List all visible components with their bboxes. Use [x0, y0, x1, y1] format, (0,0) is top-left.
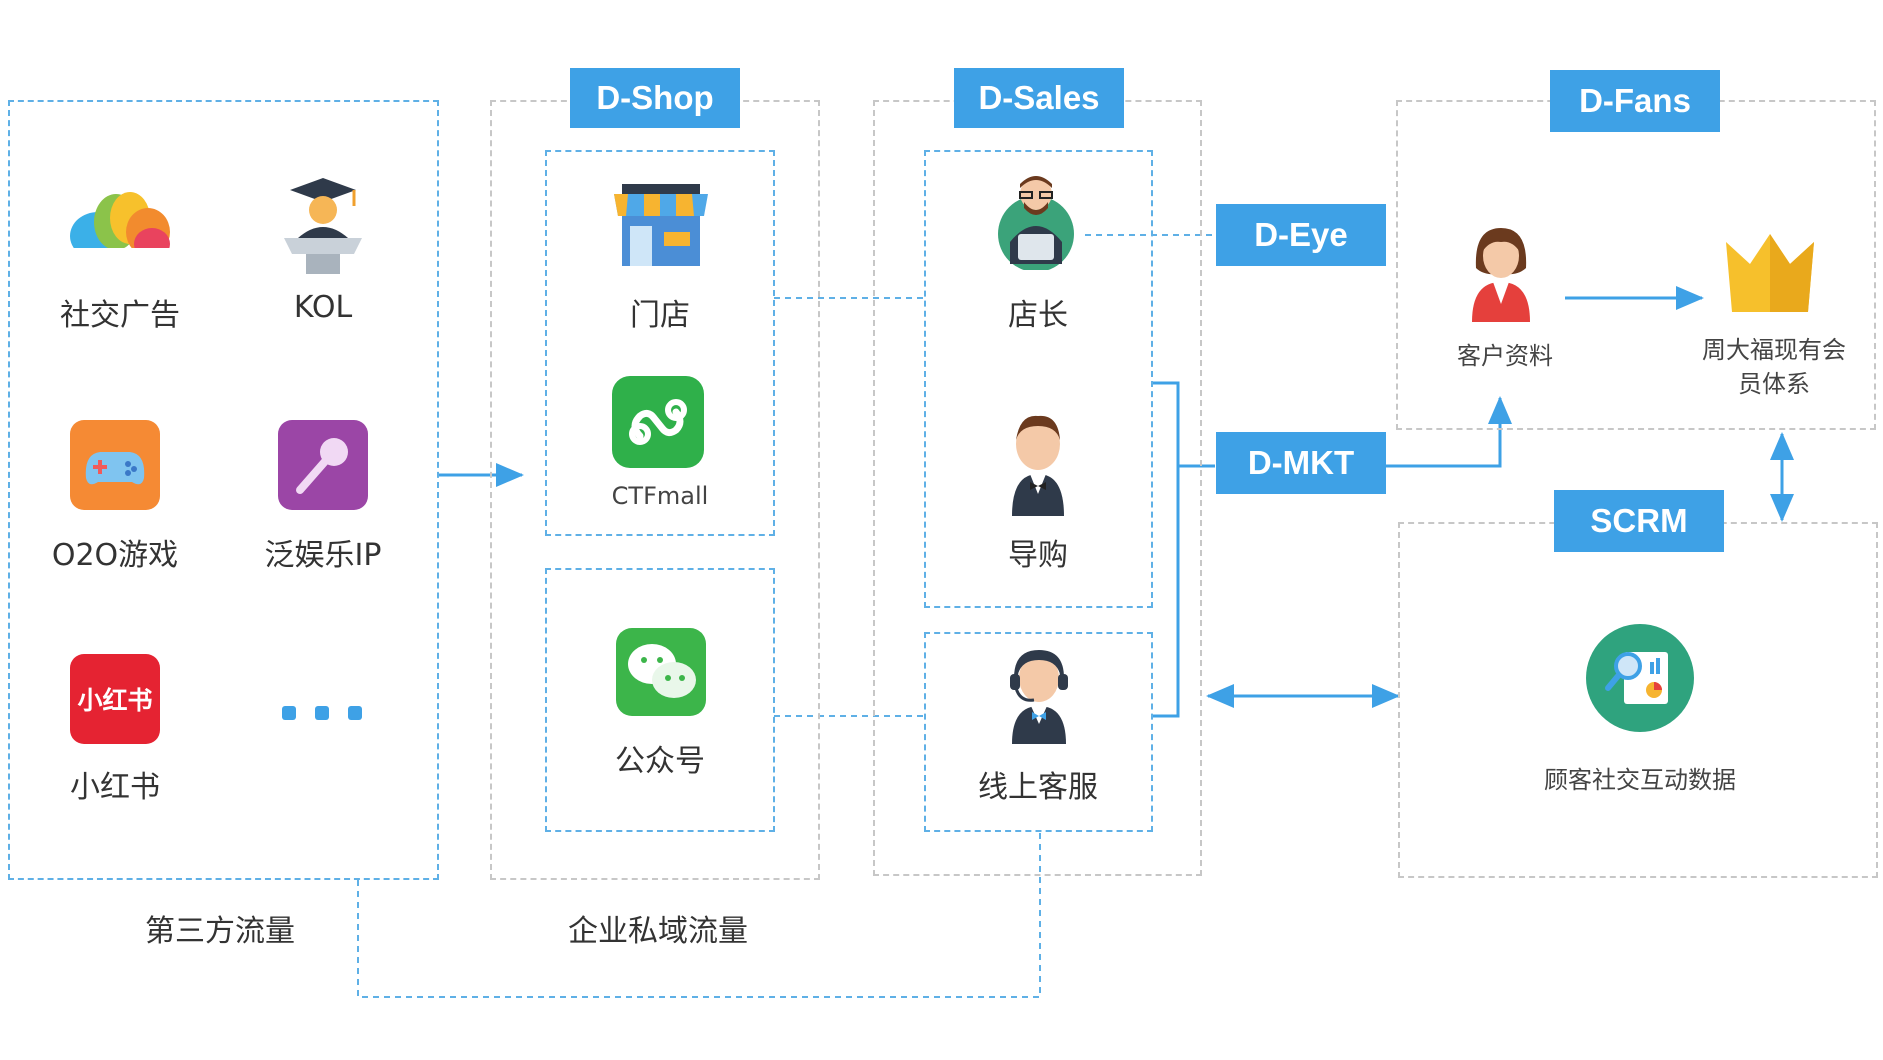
third-party-caption: 第三方流量 [145, 914, 295, 949]
shopping-guide-icon [1006, 412, 1070, 516]
kol-teacher-icon [276, 176, 370, 276]
shop-upper-box [545, 150, 775, 536]
customer-profile-icon [1468, 224, 1534, 322]
customer-service-icon [1006, 648, 1072, 744]
xiaohongshu-icon-text: 小红书 [77, 686, 153, 715]
d-fans-tag: D-Fans [1550, 70, 1720, 132]
mini-program-icon [612, 376, 704, 468]
sales-lower-box [924, 632, 1153, 832]
store-icon [614, 182, 708, 268]
crown-label-line1: 周大福现有会 [1702, 336, 1846, 364]
dash-bottom-loop [357, 833, 1041, 998]
manager-label: 店长 [1008, 298, 1068, 333]
shopping-guide-label: 导购 [1008, 538, 1068, 573]
xiaohongshu-icon: 小红书 [70, 654, 160, 744]
microphone-icon [278, 420, 368, 510]
d-sales-tag: D-Sales [954, 68, 1124, 128]
d-shop-tag: D-Shop [570, 68, 740, 128]
third-party-panel [8, 100, 439, 880]
scrm-tag: SCRM [1554, 490, 1724, 552]
social-ads-icon [68, 188, 172, 264]
sales-upper-box [924, 150, 1153, 608]
entertainment-ip-label: 泛娱乐IP [264, 538, 382, 573]
xiaohongshu-label: 小红书 [70, 770, 160, 805]
customer-social-data-label: 顾客社交互动数据 [1544, 766, 1736, 794]
wechat-icon [616, 628, 706, 716]
d-mkt-tag: D-MKT [1216, 432, 1386, 494]
social-ads-label: 社交广告 [60, 298, 180, 333]
customer-profile-label: 客户资料 [1457, 342, 1553, 370]
crown-icon [1722, 234, 1818, 312]
official-account-label: 公众号 [615, 744, 705, 779]
d-eye-tag: D-Eye [1216, 204, 1386, 266]
store-label: 门店 [630, 298, 690, 333]
online-service-label: 线上客服 [978, 770, 1098, 805]
ctfmall-label: CTFmall [611, 482, 709, 510]
private-domain-caption: 企业私域流量 [568, 914, 748, 949]
o2o-game-label: O2O游戏 [51, 538, 179, 573]
crown-label-line2: 员体系 [1738, 370, 1810, 398]
bracket-sales-to-mkt [1153, 381, 1180, 718]
manager-icon [996, 172, 1076, 272]
gamepad-icon [70, 420, 160, 510]
arrow-mkt-to-profile [1385, 396, 1512, 468]
ellipsis-icon [280, 704, 364, 722]
data-analysis-icon [1586, 624, 1694, 732]
shop-lower-box [545, 568, 775, 832]
kol-label: KOL [293, 290, 353, 325]
